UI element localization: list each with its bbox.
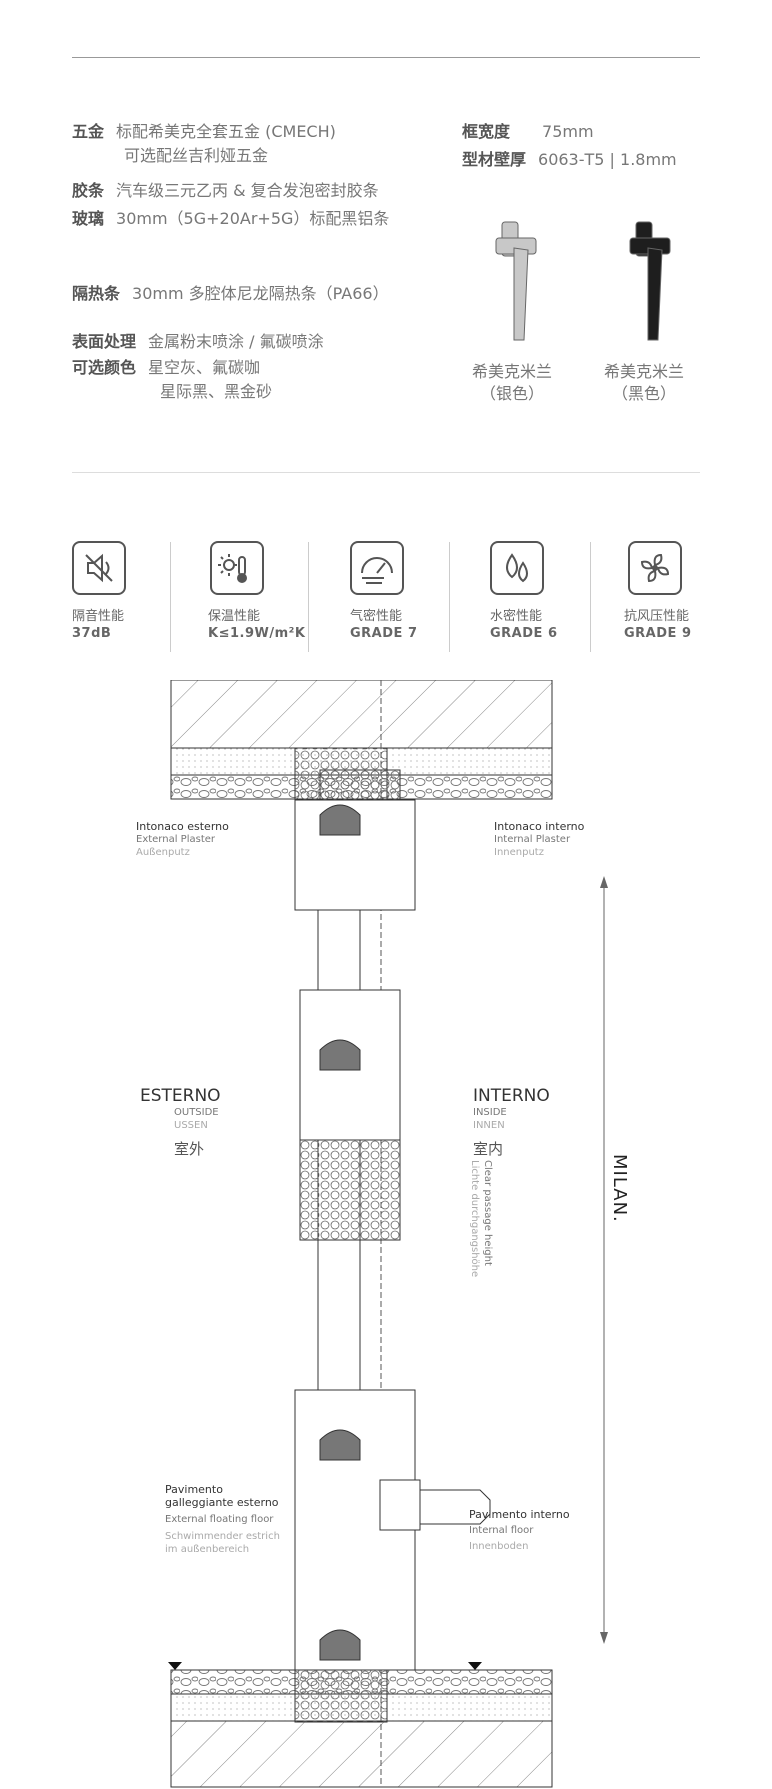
spec-label: 可选颜色: [72, 358, 137, 377]
spec-label: 隔热条: [72, 284, 121, 303]
spec-label: 五金: [72, 122, 105, 141]
label-line: INTERNO: [473, 1086, 550, 1106]
label-line: USSEN: [174, 1120, 208, 1131]
handle-silver-image: [495, 221, 537, 341]
spec-label: 胶条: [72, 181, 105, 200]
perf-thermal: 保温性能 K≤1.9W/m²K: [208, 608, 305, 642]
spec-colors: 可选颜色星空灰、氟碳咖: [72, 357, 260, 379]
gauge-icon: [350, 541, 404, 595]
perf-value: 37dB: [72, 626, 112, 641]
perf-water: 水密性能 GRADE 6: [490, 608, 557, 642]
spec-label: 型材壁厚: [462, 150, 527, 169]
cross-section-diagram: [168, 680, 608, 1788]
spec-label: 框宽度: [462, 122, 511, 141]
label-line: Clear passage height: [482, 1160, 493, 1266]
perf-label: 保温性能: [208, 609, 261, 624]
separator: [170, 542, 171, 652]
perf-label: 水密性能: [490, 609, 543, 624]
label-line: Internal floor: [469, 1525, 534, 1536]
handle-color: （银色）: [479, 384, 544, 403]
label-external-plaster: Intonaco esterno External Plaster Außenp…: [136, 820, 229, 859]
label-line: Internal Plaster: [494, 834, 571, 845]
model-name: MILAN.: [609, 1154, 630, 1223]
fan-icon: [628, 541, 682, 595]
label-inside: INTERNO INSIDE INNEN 室内: [473, 1086, 550, 1160]
spec-value: 30mm（5G+20Ar+5G）标配黑铝条: [116, 209, 390, 228]
spec-wall-thickness: 型材壁厚 6063-T5 | 1.8mm: [462, 149, 677, 171]
label-line: Pavimento interno: [469, 1508, 570, 1521]
label-line: Innenputz: [494, 847, 544, 858]
label-line: Schwimmender estrich im außenbereich: [165, 1531, 280, 1555]
spec-value: 30mm 多腔体尼龙隔热条（PA66）: [132, 284, 389, 303]
perf-label: 隔音性能: [72, 609, 125, 624]
label-line: Außenputz: [136, 847, 190, 858]
perf-value: K≤1.9W/m²K: [208, 626, 306, 641]
spec-value: 金属粉末喷涂 / 氟碳喷涂: [148, 332, 324, 351]
label-internal-plaster: Intonaco interno Internal Plaster Innenp…: [494, 820, 584, 859]
label-passage-height: Clear passage height Lichte durchgangshö…: [468, 1160, 494, 1277]
spec-value: 星际黑、黑金砂: [160, 382, 273, 401]
spec-label: 表面处理: [72, 332, 137, 351]
separator: [449, 542, 450, 652]
handle-name: 希美克米兰: [471, 362, 552, 381]
spec-thermal-strip: 隔热条 30mm 多腔体尼龙隔热条（PA66）: [72, 283, 389, 305]
handle-black-image: [629, 221, 671, 341]
label-line: Pavimento galleggiante esterno: [165, 1483, 279, 1509]
label-line: Intonaco interno: [494, 820, 585, 833]
water-drops-icon: [490, 541, 544, 595]
perf-label: 抗风压性能: [624, 609, 690, 624]
top-divider: [72, 57, 700, 58]
spec-value: 可选配丝吉利娅五金: [124, 146, 269, 165]
label-outside: ESTERNO OUTSIDE USSEN 室外: [140, 1086, 221, 1160]
spec-surface: 表面处理金属粉末喷涂 / 氟碳喷涂: [72, 331, 324, 353]
sound-mute-icon: [72, 541, 126, 595]
handle-silver-caption: 希美克米兰 （银色）: [457, 361, 567, 405]
label-line: INSIDE: [473, 1107, 507, 1118]
spec-value: 标配希美克全套五金 (CMECH): [116, 122, 336, 141]
spec-glass: 玻璃 30mm（5G+20Ar+5G）标配黑铝条: [72, 208, 389, 230]
label-external-floor: Pavimento galleggiante esterno External …: [165, 1483, 285, 1556]
spec-value: 6063-T5 | 1.8mm: [538, 150, 677, 169]
label-line: INNEN: [473, 1120, 505, 1131]
spec-label: 玻璃: [72, 209, 105, 228]
label-line: 室外: [174, 1140, 205, 1158]
perf-air: 气密性能 GRADE 7: [350, 608, 417, 642]
label-internal-floor: Pavimento interno Internal floor Innenbo…: [469, 1508, 570, 1553]
perf-value: GRADE 7: [350, 626, 418, 641]
spec-hardware-optional: 可选配丝吉利娅五金: [124, 145, 268, 167]
handle-name: 希美克米兰: [603, 362, 684, 381]
spec-colors-2: 星际黑、黑金砂: [160, 381, 272, 403]
handle-color: （黑色）: [611, 384, 676, 403]
spec-frame-width: 框宽度 75mm: [462, 121, 594, 143]
perf-sound: 隔音性能 37dB: [72, 608, 124, 642]
separator: [590, 542, 591, 652]
perf-wind: 抗风压性能 GRADE 9: [624, 608, 691, 642]
perf-value: GRADE 6: [490, 626, 558, 641]
perf-label: 气密性能: [350, 609, 403, 624]
spec-value: 星空灰、氟碳咖: [148, 358, 261, 377]
middle-divider: [72, 472, 700, 473]
perf-value: GRADE 9: [624, 626, 692, 641]
handle-black-caption: 希美克米兰 （黑色）: [589, 361, 699, 405]
spec-value: 汽车级三元乙丙 & 复合发泡密封胶条: [116, 181, 379, 200]
spec-hardware: 五金标配希美克全套五金 (CMECH): [72, 121, 336, 143]
spec-value: 75mm: [542, 122, 594, 141]
label-line: Lichte durchgangshöhe: [469, 1160, 480, 1278]
label-line: 室内: [473, 1140, 504, 1158]
separator: [308, 542, 309, 652]
spec-seal: 胶条汽车级三元乙丙 & 复合发泡密封胶条: [72, 180, 379, 202]
label-line: ESTERNO: [140, 1086, 221, 1106]
label-line: External floating floor: [165, 1514, 274, 1525]
label-line: OUTSIDE: [174, 1107, 219, 1118]
label-line: External Plaster: [136, 834, 215, 845]
thermometer-sun-icon: [210, 541, 264, 595]
label-line: Intonaco esterno: [136, 820, 229, 833]
label-line: Innenboden: [469, 1541, 529, 1552]
